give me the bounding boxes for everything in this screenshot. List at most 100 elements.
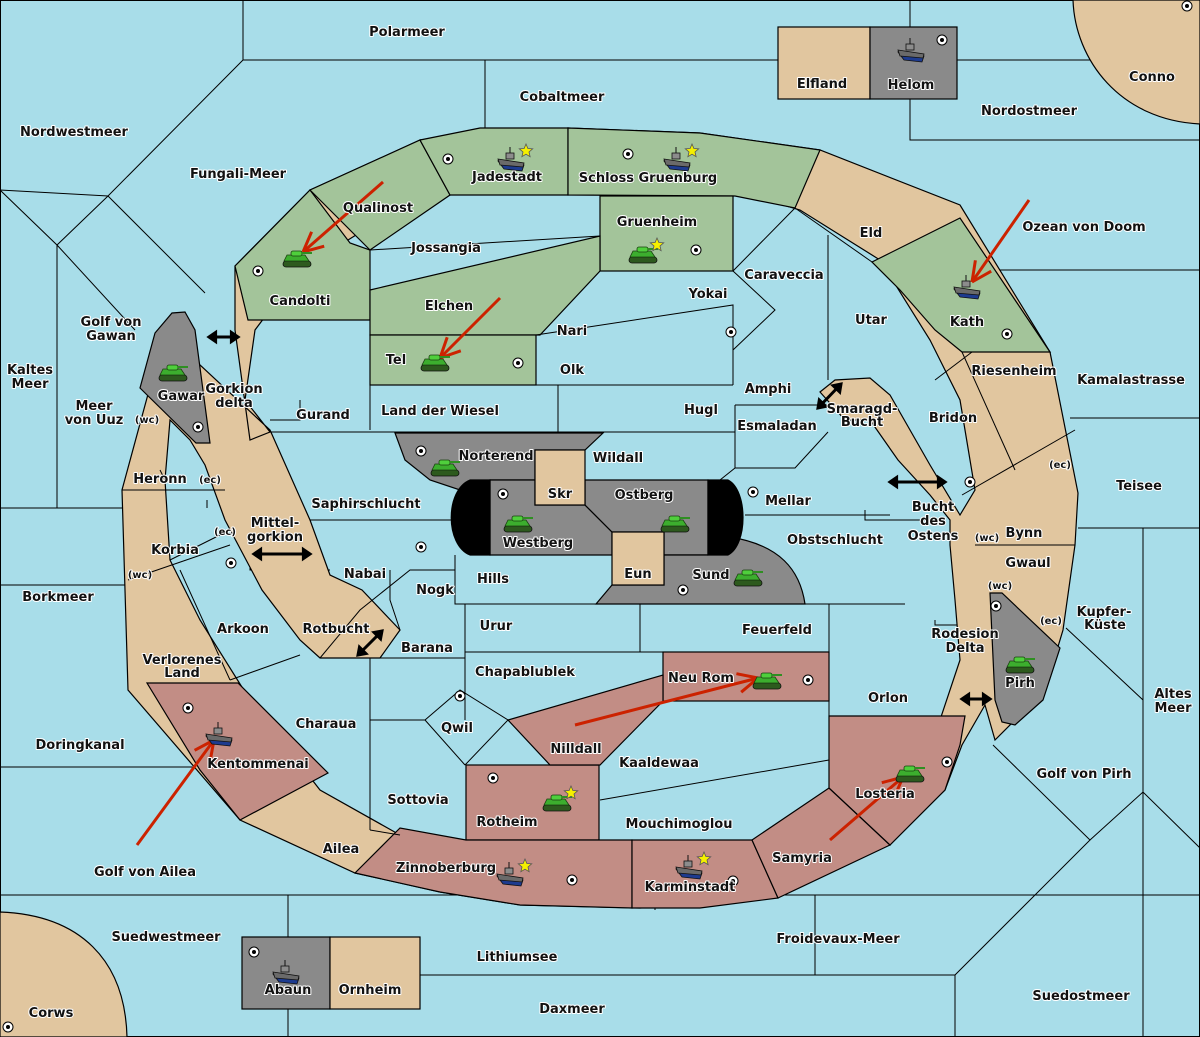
coast-mark: (wc) [988,581,1012,592]
label-daxmeer: Daxmeer [539,1002,605,1017]
label-kamala: Kamalastrasse [1077,373,1185,388]
label-ailea: Ailea [323,842,360,857]
ship-icon[interactable] [675,850,712,880]
supply-center-icon [1181,0,1193,12]
label-gawan1: Golf von [81,315,142,330]
coast-mark: (ec) [199,475,221,486]
ship-icon[interactable] [497,142,534,172]
label-amphi: Amphi [745,382,792,397]
label-cobaltmeer: Cobaltmeer [520,90,605,105]
double-arrow-icon [959,691,993,707]
label-sund: Sund [692,568,729,583]
tank-icon[interactable] [158,364,188,382]
tank-icon[interactable] [628,236,665,264]
label-fungali: Fungali-Meer [190,167,287,182]
supply-center-icon [454,690,466,702]
province-elfland[interactable] [777,26,871,100]
province-kentommenai[interactable] [145,682,329,821]
tank-icon[interactable] [1005,656,1035,674]
ship-icon[interactable] [272,960,300,985]
supply-center-icon [192,421,204,433]
label-nordostmeer: Nordostmeer [981,104,1078,119]
label-norterend: Norterend [458,449,533,464]
ship-icon[interactable] [897,38,925,63]
label-mellar: Mellar [765,494,811,509]
label-verlorenes2: Land [164,666,200,681]
double-arrow-icon [206,329,241,345]
tank-icon[interactable] [752,672,782,690]
tank-icon[interactable] [733,569,763,587]
label-lithium: Lithiumsee [477,950,558,965]
label-smaragd2: Bucht [841,415,883,430]
label-mittel1: Mittel- [251,516,300,531]
label-elfland: Elfland [797,77,847,92]
label-obst: Obstschlucht [787,533,883,548]
label-tel: Tel [386,353,406,368]
label-gurand: Gurand [296,408,350,423]
tank-icon[interactable] [503,515,533,533]
star-icon [696,850,712,866]
supply-center-icon [725,326,737,338]
province-gruenheim[interactable] [599,195,734,272]
label-nari: Nari [557,324,588,339]
label-ozean: Ozean von Doom [1022,220,1145,235]
label-jossangia: Jossangia [410,241,481,256]
label-wildall: Wildall [593,451,643,466]
label-bucht3: Ostens [908,529,959,544]
coast-mark: (wc) [135,415,159,426]
label-uuz2: von Uuz [65,413,124,428]
ship-icon[interactable] [496,857,533,887]
tank-icon[interactable] [542,784,579,812]
label-altes2: Meer [1155,701,1193,716]
ship-icon[interactable] [205,722,233,747]
province-nilldall[interactable] [506,674,664,766]
supply-center-icon [497,488,509,500]
label-caraveccia: Caraveccia [744,268,823,283]
label-utar: Utar [855,313,888,328]
coast-mark: (wc) [128,570,152,581]
label-eld: Eld [860,226,883,241]
tank-icon[interactable] [420,354,450,372]
tank-icon[interactable] [282,250,312,268]
label-gwaul: Gwaul [1005,556,1050,571]
label-saphir: Saphirschlucht [311,497,420,512]
supply-center-icon [2,1021,14,1033]
label-bucht2: des [920,514,946,529]
ship-icon[interactable] [953,275,981,300]
supply-center-icon [566,874,578,886]
label-hills: Hills [477,572,509,587]
label-nabai: Nabai [344,567,386,582]
supply-center-icon [442,153,454,165]
label-neurom: Neu Rom [668,671,734,686]
province-conno[interactable] [1072,0,1200,125]
label-kupfer1: Kupfer- [1077,605,1132,620]
province-eun[interactable] [611,531,665,586]
province-ornheim[interactable] [329,936,421,1010]
label-ornheim: Ornheim [339,983,402,998]
province-karminstadt[interactable] [631,839,779,909]
tank-icon[interactable] [660,515,690,533]
province-skr[interactable] [534,449,586,506]
coast-mark: (ec) [214,527,236,538]
label-nogk: Nogk [416,583,454,598]
tank-icon[interactable] [430,459,460,477]
label-abaun: Abaun [265,983,312,998]
label-suedost: Suedostmeer [1032,989,1130,1004]
label-westberg: Westberg [503,536,573,551]
supply-center-icon [225,557,237,569]
label-suedwest: Suedwestmeer [111,930,221,945]
label-wiesel: Land der Wiesel [381,404,499,419]
label-feuerfeld: Feuerfeld [742,623,812,638]
label-rodesion2: Delta [945,641,984,656]
label-helom: Helom [888,78,935,93]
tank-icon[interactable] [895,765,925,783]
province-corws[interactable] [0,911,128,1037]
label-gorkion2: delta [215,396,253,411]
impassable-east [707,479,744,556]
ship-icon[interactable] [663,142,700,172]
label-orlon: Orlon [868,691,908,706]
supply-center-icon [727,875,739,887]
star-icon [684,142,700,158]
label-yokai: Yokai [687,287,727,302]
